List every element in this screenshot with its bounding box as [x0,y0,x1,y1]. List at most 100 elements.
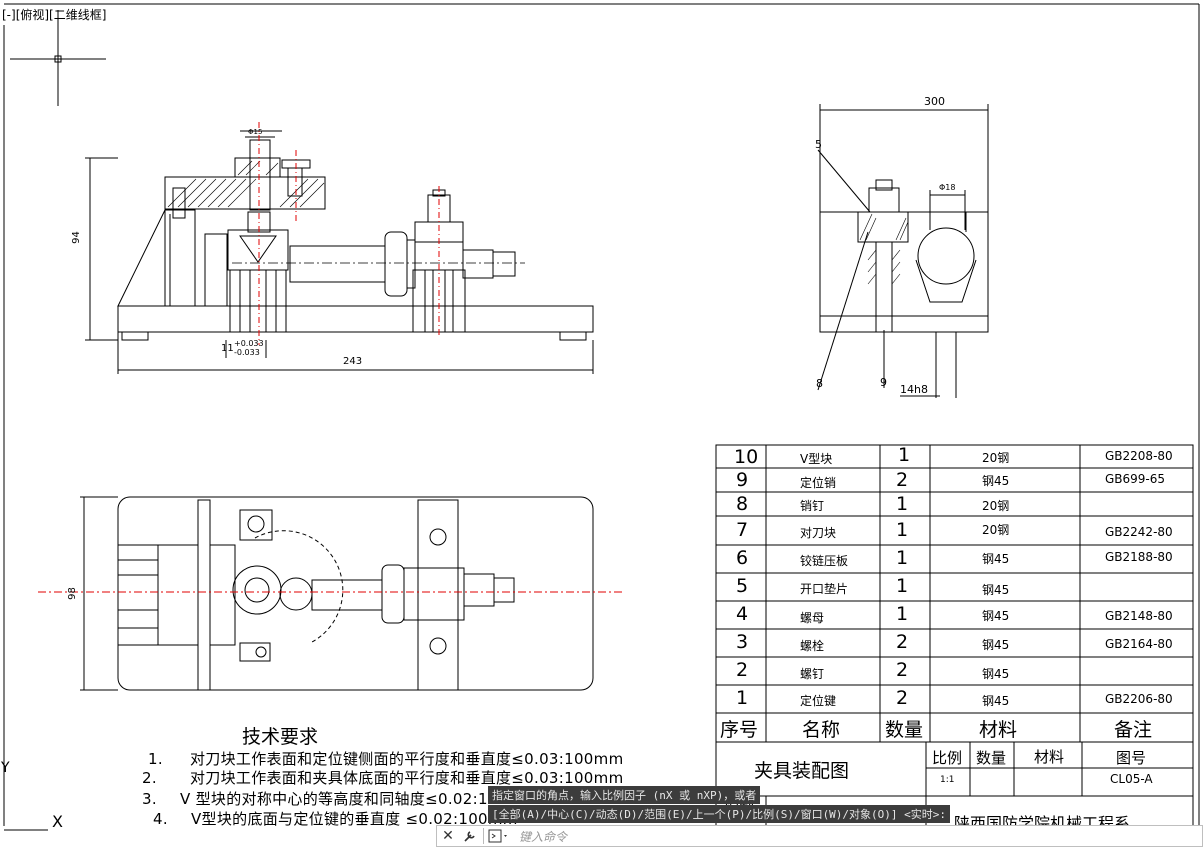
bom-no: 2 [736,659,749,681]
command-prompt-icon[interactable] [487,827,511,845]
bom-qty: 1 [898,444,911,466]
bom-name: 螺母 [800,611,825,625]
dim-height-98: 98 [66,587,78,600]
dim-height-94: 94 [70,231,82,244]
bom-material: 钢45 [982,638,1010,652]
bom-no: 9 [736,469,749,491]
command-line: ✕ [436,825,1203,847]
bom-table-grid [715,444,1194,743]
bom-no: 1 [736,687,749,709]
bom-qty: 1 [896,575,909,597]
bom-qty: 1 [896,493,909,515]
bom-material: 20钢 [982,499,1010,513]
bom-name: 铰链压板 [800,554,849,568]
bom-header-qty: 数量 [885,719,924,741]
bom-qty: 1 [896,603,909,625]
bom-qty: 2 [896,687,909,709]
bom-note: GB2188-80 [1105,550,1173,564]
divider [483,828,484,844]
bom-material: 20钢 [982,451,1010,465]
tech-line-3: 3. V 型块的对称中心的等高度和同轴度≤0.02:100mm [142,788,537,809]
bom-header-name: 名称 [802,719,841,741]
tech-line-text: V 型块的对称中心的等高度和同轴度≤0.02:100mm [180,790,538,808]
drawing-name: 夹具装配图 [754,760,850,782]
bom-no: 7 [736,519,749,541]
bom-qty: 2 [896,631,909,653]
dim-key-14h8: 14h8 [900,383,928,396]
bom-note: GB2208-80 [1105,449,1173,463]
bom-no: 8 [736,493,749,515]
bom-no: 5 [736,575,749,597]
command-prompt-history: 指定窗口的角点，输入比例因子 (nX 或 nXP)，或者 [488,786,761,804]
dim-tol-plus: +0.033 [234,339,264,348]
front-centerlines [258,122,440,345]
bom-material: 钢45 [982,609,1010,623]
bom-material: 钢45 [982,552,1010,566]
bom-header-note: 备注 [1114,719,1153,741]
leader-label-5: 5 [815,138,822,151]
bom-name: V型块 [800,452,833,466]
drawing-no: CL05-A [1110,772,1153,786]
bom-no: 10 [734,446,759,468]
top-view [80,496,594,691]
dim-tol-minus: -0.033 [234,348,260,357]
bom-material: 20钢 [982,523,1010,537]
dim-length-243: 243 [343,356,363,367]
drawing-no-label: 图号 [1116,749,1147,767]
tech-line-number: 3. [142,790,157,808]
bom-name: 对刀块 [800,526,837,540]
tech-line-number: 2. [142,769,157,787]
bom-qty: 2 [896,659,909,681]
bom-note: GB699-65 [1105,472,1166,486]
bom-qty: 1 [896,547,909,569]
side-view [817,104,989,398]
bom-name: 开口垫片 [800,582,849,596]
drawing-frame [3,3,1200,826]
bom-note: GB2242-80 [1105,525,1173,539]
tech-line-4: 4.V型块的底面与定位键的垂直度 ≤0.02:100mm [153,808,518,829]
bom-note: GB2206-80 [1105,692,1173,706]
front-view [85,130,594,374]
bom-name: 定位销 [800,476,837,490]
quantity-label: 数量 [976,749,1007,767]
bom-material: 钢45 [982,694,1010,708]
command-input[interactable] [517,827,1181,846]
ucs-y-label: Y [1,760,10,776]
bom-note: GB2148-80 [1105,609,1173,623]
wrench-icon[interactable] [461,827,479,845]
bom-no: 6 [736,547,749,569]
bom-name: 定位键 [800,694,837,708]
tech-requirements-title: 技术要求 [242,726,319,748]
dim-tol-11: 11 [221,343,234,354]
bom-name: 螺钉 [800,667,825,681]
tech-line-2: 2. 对刀块工作表面和夹具体底面的平行度和垂直度≤0.03:100mm [142,767,623,788]
bom-qty: 2 [896,469,909,491]
bom-name: 螺栓 [800,639,825,653]
bom-header-no: 序号 [720,719,759,741]
material-label: 材料 [1034,748,1065,766]
bom-header-material: 材料 [979,719,1018,741]
leader-label-9: 9 [880,376,887,389]
bom-note: GB2164-80 [1105,637,1173,651]
scale-value: 1:1 [940,775,955,785]
bom-material: 钢45 [982,667,1010,681]
tech-line-number: 4. [153,810,168,828]
dim-hole-15: Φ15 [248,128,263,136]
bom-material: 钢45 [982,583,1010,597]
bom-qty: 1 [896,519,909,541]
bom-no: 3 [736,631,749,653]
dim-width-300: 300 [924,95,945,108]
crosshair-cursor [10,10,106,106]
viewport-label[interactable]: [-][俯视][二维线框] [2,8,107,22]
bom-no: 4 [736,603,749,625]
bom-name: 销钉 [800,499,825,513]
command-options-history: [全部(A)/中心(C)/动态(D)/范围(E)/上一个(P)/比例(S)/窗口… [488,805,951,823]
dim-hole-18: Φ18 [939,183,956,192]
ucs-x-label: X [52,812,63,831]
tech-line-1: 1.对刀块工作表面和定位键侧面的平行度和垂直度≤0.03:100mm [148,748,623,769]
tech-line-text: 对刀块工作表面和夹具体底面的平行度和垂直度≤0.03:100mm [190,769,624,787]
tech-line-text: 对刀块工作表面和定位键侧面的平行度和垂直度≤0.03:100mm [190,750,624,768]
close-icon[interactable]: ✕ [442,828,454,844]
leader-label-8: 8 [816,377,823,390]
